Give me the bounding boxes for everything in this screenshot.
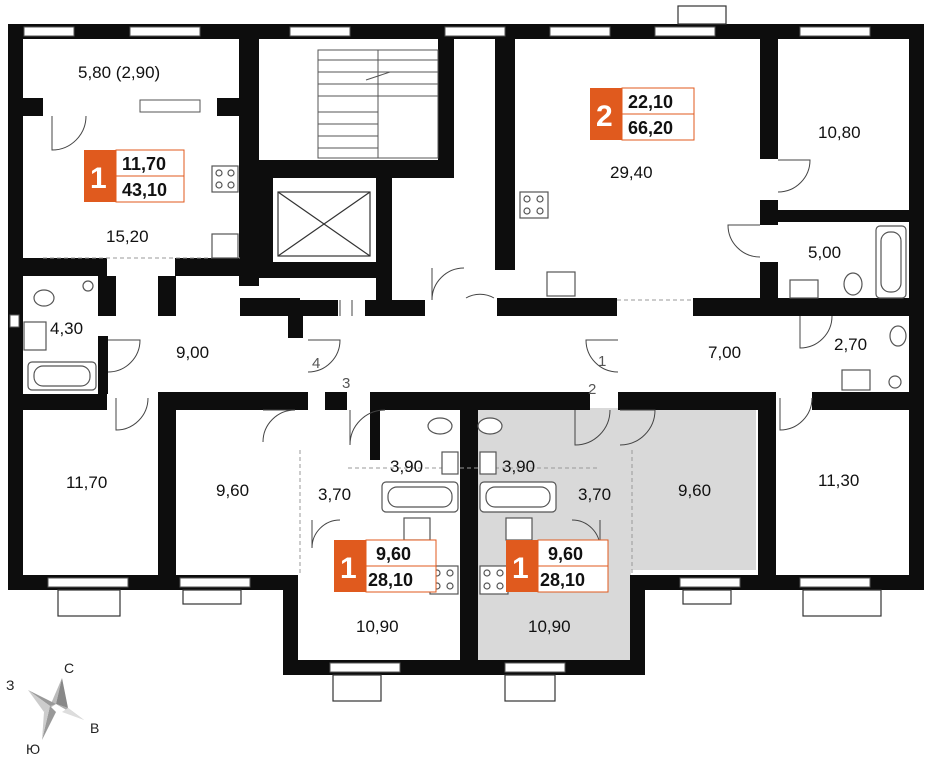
staircase [317, 49, 439, 159]
compass-west: З [6, 677, 14, 693]
apartment-total-area: 43,10 [122, 180, 167, 200]
room-area-ne-room: 10,80 [818, 123, 861, 142]
sink-icon [505, 517, 533, 541]
room-area-c-bath-right: 3,90 [502, 457, 535, 476]
door-number-2: 2 [588, 381, 596, 398]
apartment-badge-ne[interactable]: 2 22,10 66,20 [590, 87, 695, 141]
apartment-living-area: 11,70 [122, 154, 166, 174]
walls [8, 24, 924, 675]
sink-icon [789, 279, 819, 299]
room-labels: 5,80 (2,90) 15,20 4,30 9,00 11,70 9,60 3… [50, 63, 867, 636]
room-area-sw-room: 11,70 [66, 473, 107, 492]
room-area-c-bath-left: 3,90 [390, 457, 423, 476]
room-area-hall: 9,00 [176, 343, 209, 362]
room-area-c-hall-right: 3,70 [578, 485, 611, 504]
compass-needle-north [44, 678, 62, 712]
sink-icon [23, 321, 47, 351]
compass-rose: С В Ю З [6, 660, 99, 757]
apartment-total-area: 28,10 [540, 570, 585, 590]
room-area-e-hall: 7,00 [708, 343, 741, 362]
apartment-badge-nw[interactable]: 1 11,70 43,10 [84, 149, 185, 203]
room-area-w-room: 9,60 [216, 481, 249, 500]
room-area-se-room: 11,30 [818, 471, 859, 490]
sink-icon [403, 517, 431, 541]
room-area-e-room-grey: 9,60 [678, 481, 711, 500]
room-area-nw-corridor: 5,80 (2,90) [78, 63, 160, 82]
compass-east: В [90, 720, 99, 736]
sink-icon [211, 233, 239, 259]
apartment-rooms-count: 1 [512, 552, 529, 585]
room-area-c-hall-left: 3,70 [318, 485, 351, 504]
toilet-icon [889, 325, 907, 347]
door-swings [51, 115, 833, 549]
sink-icon [479, 451, 497, 475]
room-area-e-bath: 5,00 [808, 243, 841, 262]
stove-icon [479, 565, 509, 595]
dashed-boundaries [43, 257, 693, 575]
stove-icon [211, 165, 239, 193]
door-number-3: 3 [342, 375, 350, 392]
door-numbers: 1 2 3 4 [312, 353, 606, 398]
apartment-rooms-count: 1 [90, 162, 107, 195]
balconies [57, 5, 882, 702]
door-number-1: 1 [598, 353, 606, 370]
sink-icon [841, 369, 871, 391]
toilet-icon [427, 417, 453, 435]
room-area-apt2-living: 29,40 [610, 163, 653, 182]
room-area-c-room-left: 10,90 [356, 617, 399, 636]
apartment-living-area: 22,10 [628, 92, 673, 112]
room-area-c-room-right: 10,90 [528, 617, 571, 636]
apartment-rooms-count: 1 [340, 552, 357, 585]
compass-north: С [64, 660, 74, 676]
elevator [277, 191, 371, 257]
apartment-total-area: 66,20 [628, 118, 673, 138]
compass-south: Ю [26, 741, 40, 757]
stove-icon [519, 191, 549, 219]
room-area-apt1-kitchen: 15,20 [106, 227, 149, 246]
apartment-total-area: 28,10 [368, 570, 413, 590]
toilet-icon [33, 289, 55, 307]
door-number-4: 4 [312, 355, 320, 372]
sink-icon [546, 271, 576, 297]
apartment-badge-c1[interactable]: 1 9,60 28,10 [334, 539, 437, 593]
sink-icon [441, 451, 459, 475]
apartment-rooms-count: 2 [596, 100, 613, 133]
toilet-icon [843, 272, 863, 296]
apartment-living-area: 9,60 [548, 544, 583, 564]
windows [9, 26, 871, 673]
room-area-e-wc: 2,70 [834, 335, 867, 354]
apartment-living-area: 9,60 [376, 544, 411, 564]
apartment-badge-c2[interactable]: 1 9,60 28,10 [506, 539, 609, 593]
room-area-w-bath: 4,30 [50, 319, 83, 338]
toilet-icon [477, 417, 503, 435]
